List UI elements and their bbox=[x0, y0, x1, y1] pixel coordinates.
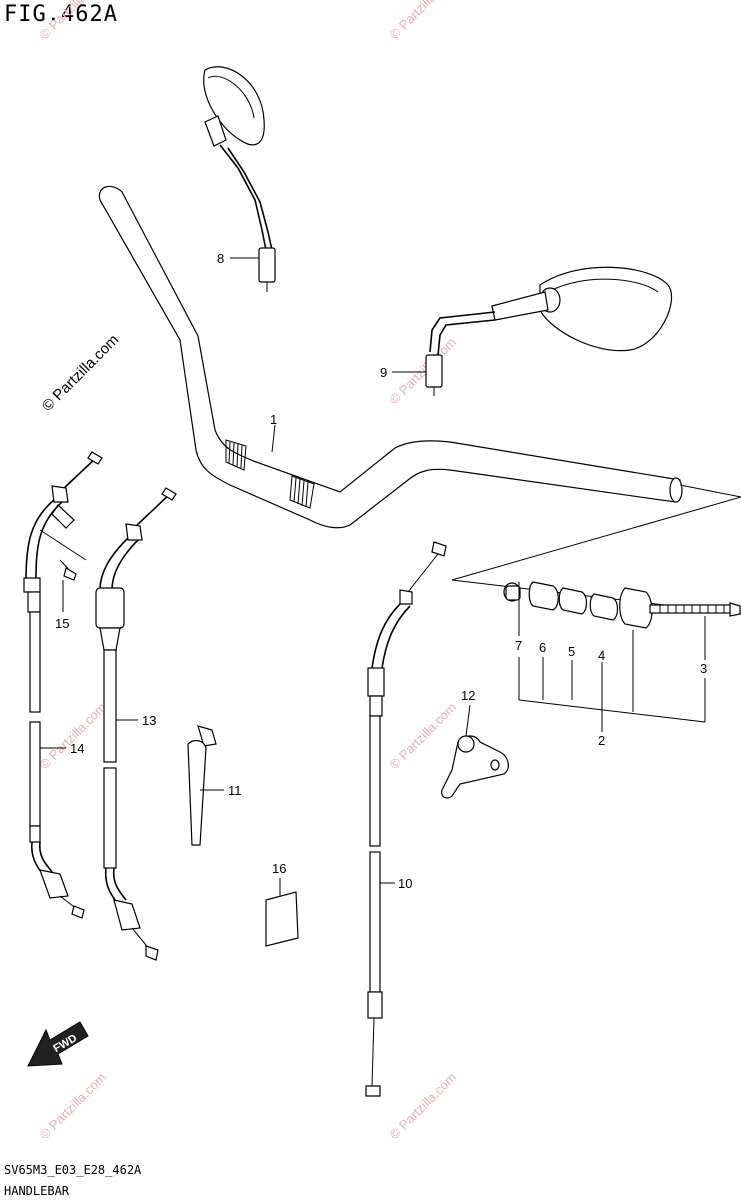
figure-code: SV65M3_E03_E28_462A bbox=[4, 1163, 142, 1177]
handlebar-knurl bbox=[225, 439, 315, 509]
watermark: © Partzilla.com bbox=[387, 1070, 460, 1143]
callout-8: 8 bbox=[217, 251, 224, 266]
callout-6: 6 bbox=[539, 640, 546, 655]
fwd-label: FWD bbox=[51, 1032, 79, 1055]
watermark: © Partzilla.com bbox=[37, 700, 110, 773]
leader-lines bbox=[40, 257, 520, 896]
mirror-right bbox=[425, 266, 673, 396]
bracket-12 bbox=[441, 735, 509, 799]
callout-5: 5 bbox=[568, 644, 575, 659]
handlebar bbox=[98, 185, 683, 529]
callout-15: 15 bbox=[55, 616, 69, 631]
watermark: © Partzilla.com bbox=[387, 335, 460, 408]
figure-name: HANDLEBAR bbox=[4, 1184, 70, 1198]
fwd-arrow-icon: FWD bbox=[27, 1021, 89, 1067]
cable-clamp-11 bbox=[187, 725, 217, 846]
callout-1: 1 bbox=[270, 412, 277, 427]
watermark: © Partzilla.com bbox=[387, 700, 460, 773]
callout-3: 3 bbox=[700, 661, 707, 676]
throttle-cable-14 bbox=[23, 451, 103, 919]
callout-2: 2 bbox=[598, 733, 605, 748]
callout-14: 14 bbox=[70, 741, 84, 756]
watermark-large: © Partzilla.com bbox=[39, 331, 122, 414]
callout-13: 13 bbox=[142, 713, 156, 728]
watermark: © Partzilla.com bbox=[37, 1070, 110, 1143]
clutch-cable-10 bbox=[365, 541, 447, 1097]
label-16 bbox=[265, 891, 299, 947]
callouts: 1 2 3 4 5 6 7 8 9 10 11 12 13 14 15 16 bbox=[55, 251, 707, 891]
watermarks: © Partzilla.com © Partzilla.com © Partzi… bbox=[37, 0, 460, 1142]
watermark: © Partzilla.com bbox=[387, 0, 460, 42]
callout-11: 11 bbox=[228, 783, 242, 798]
throttle-cable-13 bbox=[95, 487, 177, 961]
watermark: © Partzilla.com bbox=[37, 0, 110, 42]
callout-10: 10 bbox=[398, 876, 412, 891]
callout-bracket-2 bbox=[518, 616, 706, 732]
callout-16: 16 bbox=[272, 861, 286, 876]
mirror-left bbox=[203, 66, 276, 292]
callout-12: 12 bbox=[461, 688, 475, 703]
callout-9: 9 bbox=[380, 365, 387, 380]
bar-end-assembly bbox=[503, 581, 741, 629]
figure-title: FIG.462A bbox=[4, 2, 118, 27]
callout-4: 4 bbox=[598, 648, 605, 663]
callout-7: 7 bbox=[515, 638, 522, 653]
